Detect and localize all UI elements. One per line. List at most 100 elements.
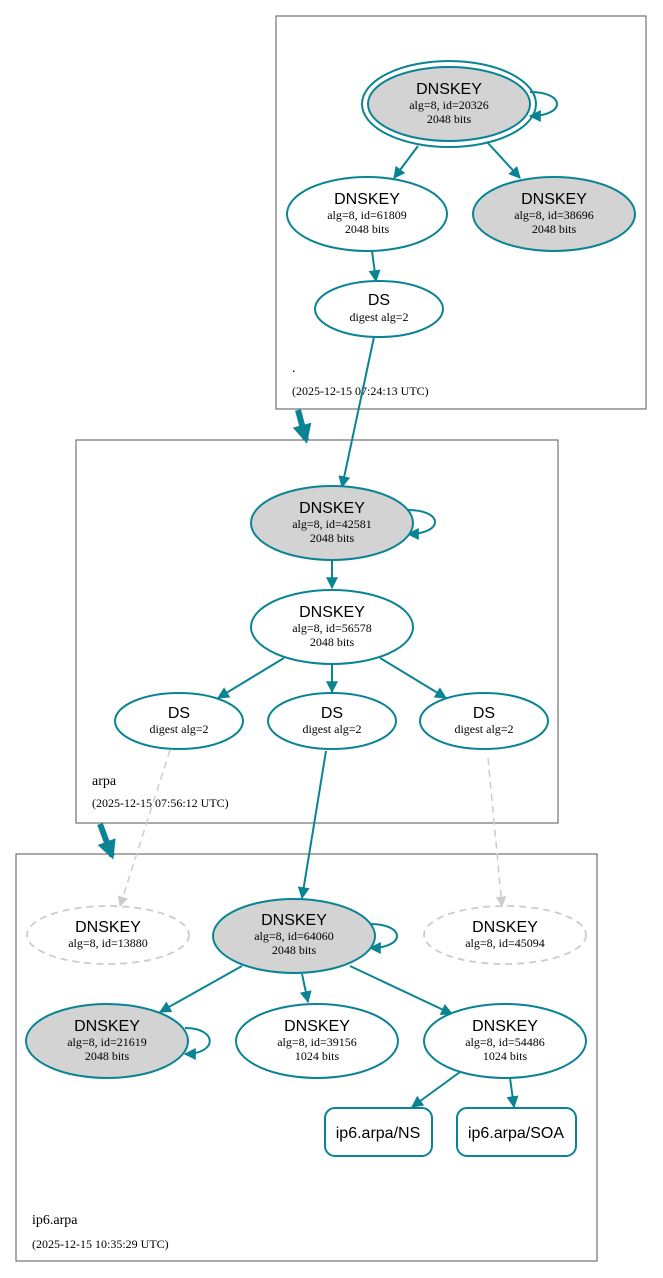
- node-key-info: alg=8, id=42581: [292, 517, 372, 531]
- zone-root: . (2025-12-15 07:24:13 UTC): [275, 15, 647, 410]
- node-ip6-zsk-54486: DNSKEY alg=8, id=54486 1024 bits: [423, 1003, 587, 1079]
- zone-arpa-name: arpa: [92, 774, 117, 789]
- zone-arpa-date: (2025-12-15 07:56:12 UTC): [92, 796, 229, 810]
- edge-arpa-ksk-self: [406, 509, 436, 540]
- edge-ip6-zsk2-ns: [411, 1071, 461, 1108]
- node-title: DNSKEY: [472, 1018, 538, 1035]
- node-key-size: 1024 bits: [295, 1049, 340, 1063]
- node-arpa-zsk-56578: DNSKEY alg=8, id=56578 2048 bits: [250, 589, 414, 665]
- node-key-size: 1024 bits: [483, 1049, 528, 1063]
- node-root-ksk-38696: DNSKEY alg=8, id=38696 2048 bits: [472, 176, 636, 252]
- delegation-arrow-root-arpa: [292, 409, 312, 444]
- edge-root-ksk-ksk2: [486, 141, 521, 179]
- node-root-ds: DS digest alg=2: [314, 280, 444, 338]
- node-title: DS: [473, 705, 495, 722]
- node-ellipse: [212, 898, 376, 974]
- delegation-arrow-arpa-ip6: [97, 822, 116, 860]
- node-arpa-ds-3: DS digest alg=2: [419, 692, 549, 750]
- rrset-ip6-arpa-ns: ip6.arpa/NS: [324, 1107, 433, 1157]
- edge-arpa-ds3-missing: [487, 757, 507, 908]
- node-key-info: alg=8, id=13880: [68, 936, 148, 950]
- edge-ip6-ksk-self: [368, 923, 398, 954]
- node-title: DNSKEY: [299, 604, 365, 621]
- node-title: DNSKEY: [75, 919, 141, 936]
- node-key-size: 2048 bits: [310, 531, 355, 545]
- node-digest: digest alg=2: [454, 722, 513, 736]
- node-arpa-ds-1: DS digest alg=2: [114, 692, 244, 750]
- node-title: DNSKEY: [521, 191, 587, 208]
- node-ip6-missing-45094: DNSKEY alg=8, id=45094: [423, 905, 587, 965]
- node-title: DNSKEY: [416, 81, 482, 98]
- edge-ip6-ksk-zsk2: [349, 965, 454, 1015]
- zone-ip6-arpa: ip6.arpa (2025-12-15 10:35:29 UTC): [15, 853, 598, 1262]
- edge-root-zsk-ds: [368, 250, 381, 283]
- node-digest: digest alg=2: [349, 310, 408, 324]
- node-ellipse: [472, 176, 636, 252]
- edge-arpa-zsk-ds3: [379, 657, 448, 699]
- node-root-zsk-61809: DNSKEY alg=8, id=61809 2048 bits: [286, 176, 448, 252]
- node-key-info: alg=8, id=38696: [514, 208, 594, 222]
- node-key-size: 2048 bits: [85, 1049, 130, 1063]
- node-key-size: 2048 bits: [532, 222, 577, 236]
- node-ellipse: [114, 692, 244, 750]
- node-ellipse: [423, 1003, 587, 1079]
- edge-ip6-ksk-ksk2: [158, 965, 243, 1013]
- node-ellipse: [314, 280, 444, 338]
- zone-root-border: [275, 15, 647, 410]
- node-root-ksk-20326: DNSKEY alg=8, id=20326 2048 bits: [361, 60, 537, 148]
- node-ellipse: [25, 1003, 189, 1079]
- edge-root-ksk-zsk: [393, 145, 419, 179]
- zone-arpa-border: [75, 439, 559, 824]
- node-key-info: alg=8, id=61809: [327, 208, 407, 222]
- zone-ip6-border: [15, 853, 598, 1262]
- node-title: DNSKEY: [284, 1018, 350, 1035]
- node-ip6-zsk-39156: DNSKEY alg=8, id=39156 1024 bits: [235, 1003, 399, 1079]
- node-title: DNSKEY: [299, 500, 365, 517]
- node-key-info: alg=8, id=39156: [277, 1035, 357, 1049]
- node-key-info: alg=8, id=45094: [465, 936, 545, 950]
- node-root-ksk-outer-ring: [361, 60, 537, 148]
- edge-arpa-ds1-missing: [117, 749, 171, 907]
- edge-ip6-ksk2-self: [183, 1027, 211, 1060]
- edge-ip6-ksk-zsk1: [299, 973, 312, 1004]
- zone-root-date: (2025-12-15 07:24:13 UTC): [292, 384, 429, 398]
- node-ellipse: [250, 589, 414, 665]
- zone-ip6-name: ip6.arpa: [32, 1213, 78, 1228]
- node-ellipse: [286, 176, 448, 252]
- node-key-info: alg=8, id=21619: [67, 1035, 147, 1049]
- edge-arpa-zsk-ds1: [216, 657, 285, 699]
- node-ip6-missing-13880: DNSKEY alg=8, id=13880: [26, 905, 190, 965]
- node-ellipse-dashed: [26, 905, 190, 965]
- rrset-box: [324, 1107, 433, 1157]
- node-arpa-ds-2: DS digest alg=2: [267, 692, 397, 750]
- node-key-info: alg=8, id=20326: [409, 98, 489, 112]
- edges: [117, 91, 558, 1109]
- node-root-ksk-ellipse: [367, 66, 531, 142]
- node-key-size: 2048 bits: [427, 112, 472, 126]
- node-key-size: 2048 bits: [272, 943, 317, 957]
- node-key-info: alg=8, id=56578: [292, 621, 372, 635]
- node-digest: digest alg=2: [302, 722, 361, 736]
- rrset-label: ip6.arpa/NS: [336, 1125, 421, 1142]
- rrset-label: ip6.arpa/SOA: [468, 1125, 564, 1142]
- node-ip6-ksk-64060: DNSKEY alg=8, id=64060 2048 bits: [212, 898, 376, 974]
- edge-root-ds-arpa-ksk: [338, 336, 375, 489]
- node-ellipse: [250, 485, 414, 561]
- zone-root-name: .: [292, 361, 296, 376]
- rrset-box: [456, 1107, 577, 1157]
- node-ip6-ksk-21619: DNSKEY alg=8, id=21619 2048 bits: [25, 1003, 189, 1079]
- node-title: DS: [368, 292, 390, 309]
- node-key-size: 2048 bits: [310, 635, 355, 649]
- node-key-info: alg=8, id=54486: [465, 1035, 545, 1049]
- node-ellipse: [419, 692, 549, 750]
- edge-root-ksk-self: [528, 91, 558, 122]
- node-arpa-ksk-42581: DNSKEY alg=8, id=42581 2048 bits: [250, 485, 414, 561]
- node-ellipse: [267, 692, 397, 750]
- node-title: DS: [321, 705, 343, 722]
- node-key-info: alg=8, id=64060: [254, 929, 334, 943]
- edge-arpa-ds2-ip6-ksk: [297, 750, 327, 900]
- rrset-ip6-arpa-soa: ip6.arpa/SOA: [456, 1107, 577, 1157]
- zone-ip6-date: (2025-12-15 10:35:29 UTC): [32, 1237, 169, 1251]
- node-title: DNSKEY: [74, 1018, 140, 1035]
